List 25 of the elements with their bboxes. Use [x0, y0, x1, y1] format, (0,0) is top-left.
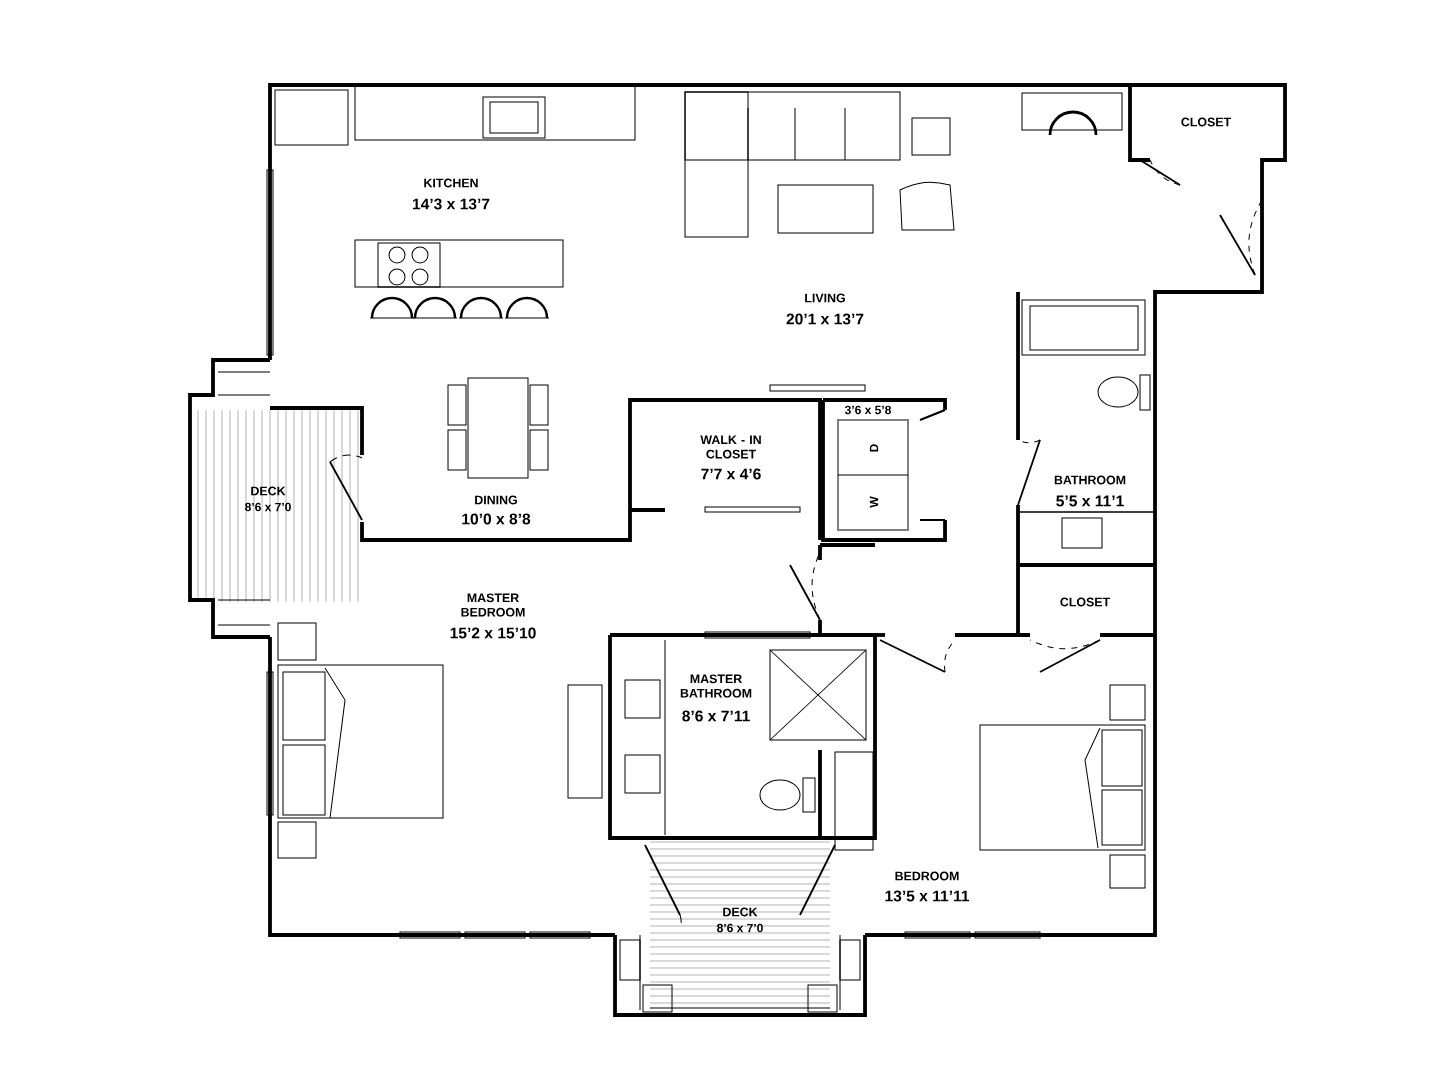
room-label: MASTER BEDROOM: [461, 593, 525, 617]
room-label: LIVING: [805, 293, 845, 303]
room-dimensions: 14’3 x 13’7: [412, 198, 490, 210]
room-dimensions: 8’6 x 7’11: [682, 710, 750, 722]
room-dimensions: 13’5 x 11’11: [885, 890, 970, 902]
room-dimensions: 20’1 x 13’7: [786, 313, 864, 325]
room-label: CLOSET: [1181, 117, 1231, 127]
room-dimensions: W: [869, 496, 879, 508]
room-label: CLOSET: [1060, 597, 1110, 607]
room-dimensions: 8’6 x 7’0: [245, 502, 291, 512]
room-dimensions: 5’5 x 11’1: [1056, 495, 1124, 507]
room-label: DECK: [723, 907, 758, 917]
room-dimensions: 8’6 x 7’0: [717, 923, 763, 933]
room-label: BEDROOM: [895, 871, 959, 881]
room-dimensions: 3’6 x 5’8: [844, 405, 891, 415]
room-dimensions: 10’0 x 8’8: [462, 513, 531, 525]
room-label: DECK: [251, 486, 286, 496]
room-dimensions: D: [869, 444, 879, 452]
room-label: KITCHEN: [424, 178, 478, 188]
room-label: BATHROOM: [1054, 475, 1126, 485]
room-dimensions: 7’7 x 4’6: [701, 468, 761, 480]
room-label: MASTER BATHROOM: [680, 674, 752, 698]
room-label: WALK - IN CLOSET: [700, 435, 761, 459]
room-dimensions: 15’2 x 15’10: [450, 627, 536, 639]
room-label: DINING: [475, 495, 517, 505]
